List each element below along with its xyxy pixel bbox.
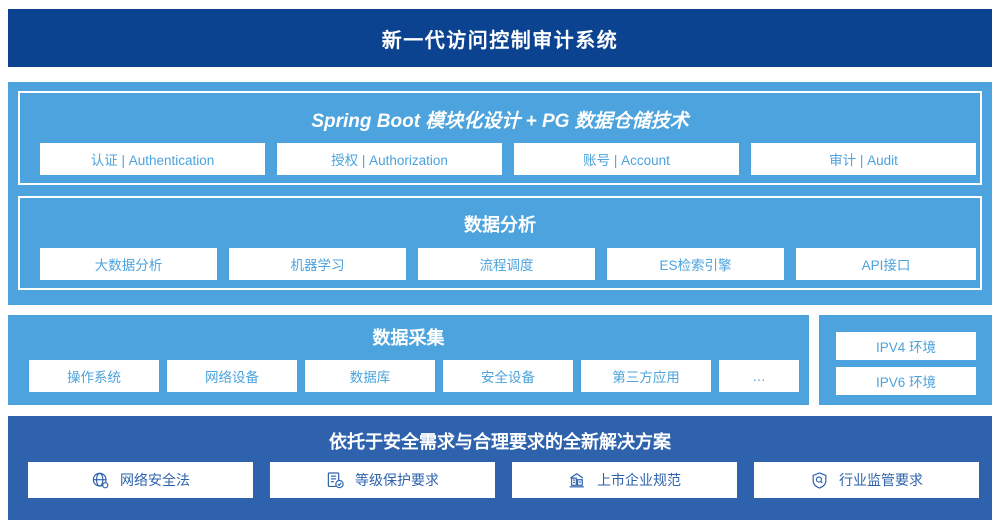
collection-item-label: 网络设备 bbox=[205, 370, 259, 385]
analysis-item-workflow-scheduling[interactable]: 流程调度 bbox=[418, 248, 595, 280]
compliance-item-label: 等级保护要求 bbox=[355, 472, 439, 488]
compliance-item-cybersecurity-law[interactable]: 网络安全法 bbox=[28, 462, 253, 498]
analysis-item-es-search-engine[interactable]: ES检索引擎 bbox=[607, 248, 784, 280]
analysis-title: 数据分析 bbox=[464, 215, 536, 235]
collection-item-security-device[interactable]: 安全设备 bbox=[443, 360, 573, 392]
document-check-icon bbox=[326, 471, 345, 490]
architecture-item-label: 认证 | Authentication bbox=[90, 153, 215, 168]
architecture-item-label: 账号 | Account bbox=[583, 153, 670, 168]
collection-title: 数据采集 bbox=[372, 328, 445, 348]
collection-item-label: … bbox=[752, 368, 766, 384]
architecture-item-authentication[interactable]: 认证 | Authentication bbox=[40, 143, 265, 175]
analysis-item-label: 机器学习 bbox=[290, 258, 345, 273]
analysis-item-label: 流程调度 bbox=[479, 258, 534, 273]
collection-item-third-party-app[interactable]: 第三方应用 bbox=[581, 360, 711, 392]
analysis-item-machine-learning[interactable]: 机器学习 bbox=[229, 248, 406, 280]
architecture-item-audit[interactable]: 审计 | Audit bbox=[751, 143, 976, 175]
collection-item-operating-system[interactable]: 操作系统 bbox=[29, 360, 159, 392]
collection-item-label: 安全设备 bbox=[481, 370, 535, 385]
shield-search-icon bbox=[810, 471, 829, 490]
analysis-subpanel: 数据分析 大数据分析 机器学习 流程调度 ES检索引擎 API接口 bbox=[18, 196, 982, 290]
bank-icon bbox=[568, 471, 587, 490]
collection-item-database[interactable]: 数据库 bbox=[305, 360, 435, 392]
architecture-title: Spring Boot 模块化设计 + PG 数据仓储技术 bbox=[311, 111, 689, 132]
collection-item-network-device[interactable]: 网络设备 bbox=[167, 360, 297, 392]
compliance-item-label: 网络安全法 bbox=[120, 472, 190, 488]
collection-panel: 数据采集 操作系统 网络设备 数据库 安全设备 第三方应用 … bbox=[8, 315, 809, 405]
compliance-item-mlps[interactable]: 等级保护要求 bbox=[270, 462, 495, 498]
globe-icon bbox=[91, 471, 110, 490]
environment-item-label: IPV6 环境 bbox=[875, 375, 937, 390]
environment-item-ipv4[interactable]: IPV4 环境 bbox=[836, 332, 976, 360]
environment-item-label: IPV4 环境 bbox=[875, 340, 937, 355]
analysis-item-label: 大数据分析 bbox=[94, 258, 163, 273]
analysis-item-big-data[interactable]: 大数据分析 bbox=[40, 248, 217, 280]
analysis-item-label: ES检索引擎 bbox=[659, 258, 732, 273]
analysis-item-label: API接口 bbox=[861, 258, 911, 273]
environment-panel: IPV4 环境 IPV6 环境 bbox=[819, 315, 992, 405]
compliance-panel: 依托于安全需求与合理要求的全新解决方案 网络安全法 bbox=[8, 416, 992, 520]
collection-item-more[interactable]: … bbox=[719, 360, 799, 392]
architecture-item-label: 授权 | Authorization bbox=[331, 153, 448, 168]
page-title-bar: 新一代访问控制审计系统 bbox=[8, 9, 992, 67]
architecture-item-account[interactable]: 账号 | Account bbox=[514, 143, 739, 175]
compliance-item-label: 行业监管要求 bbox=[839, 472, 923, 488]
page-title: 新一代访问控制审计系统 bbox=[381, 29, 619, 52]
architecture-item-label: 审计 | Audit bbox=[829, 153, 898, 168]
architecture-item-authorization[interactable]: 授权 | Authorization bbox=[277, 143, 502, 175]
collection-item-label: 第三方应用 bbox=[612, 370, 680, 385]
architecture-subpanel: Spring Boot 模块化设计 + PG 数据仓储技术 认证 | Authe… bbox=[18, 91, 982, 185]
compliance-item-listed-company-standards[interactable]: 上市企业规范 bbox=[512, 462, 737, 498]
compliance-title: 依托于安全需求与合理要求的全新解决方案 bbox=[329, 432, 671, 452]
analysis-item-api[interactable]: API接口 bbox=[796, 248, 976, 280]
compliance-item-industry-regulation[interactable]: 行业监管要求 bbox=[754, 462, 979, 498]
environment-item-ipv6[interactable]: IPV6 环境 bbox=[836, 367, 976, 395]
collection-item-label: 数据库 bbox=[349, 370, 391, 385]
platform-panel: Spring Boot 模块化设计 + PG 数据仓储技术 认证 | Authe… bbox=[8, 82, 992, 305]
collection-item-label: 操作系统 bbox=[67, 370, 121, 385]
compliance-item-label: 上市企业规范 bbox=[597, 472, 681, 488]
